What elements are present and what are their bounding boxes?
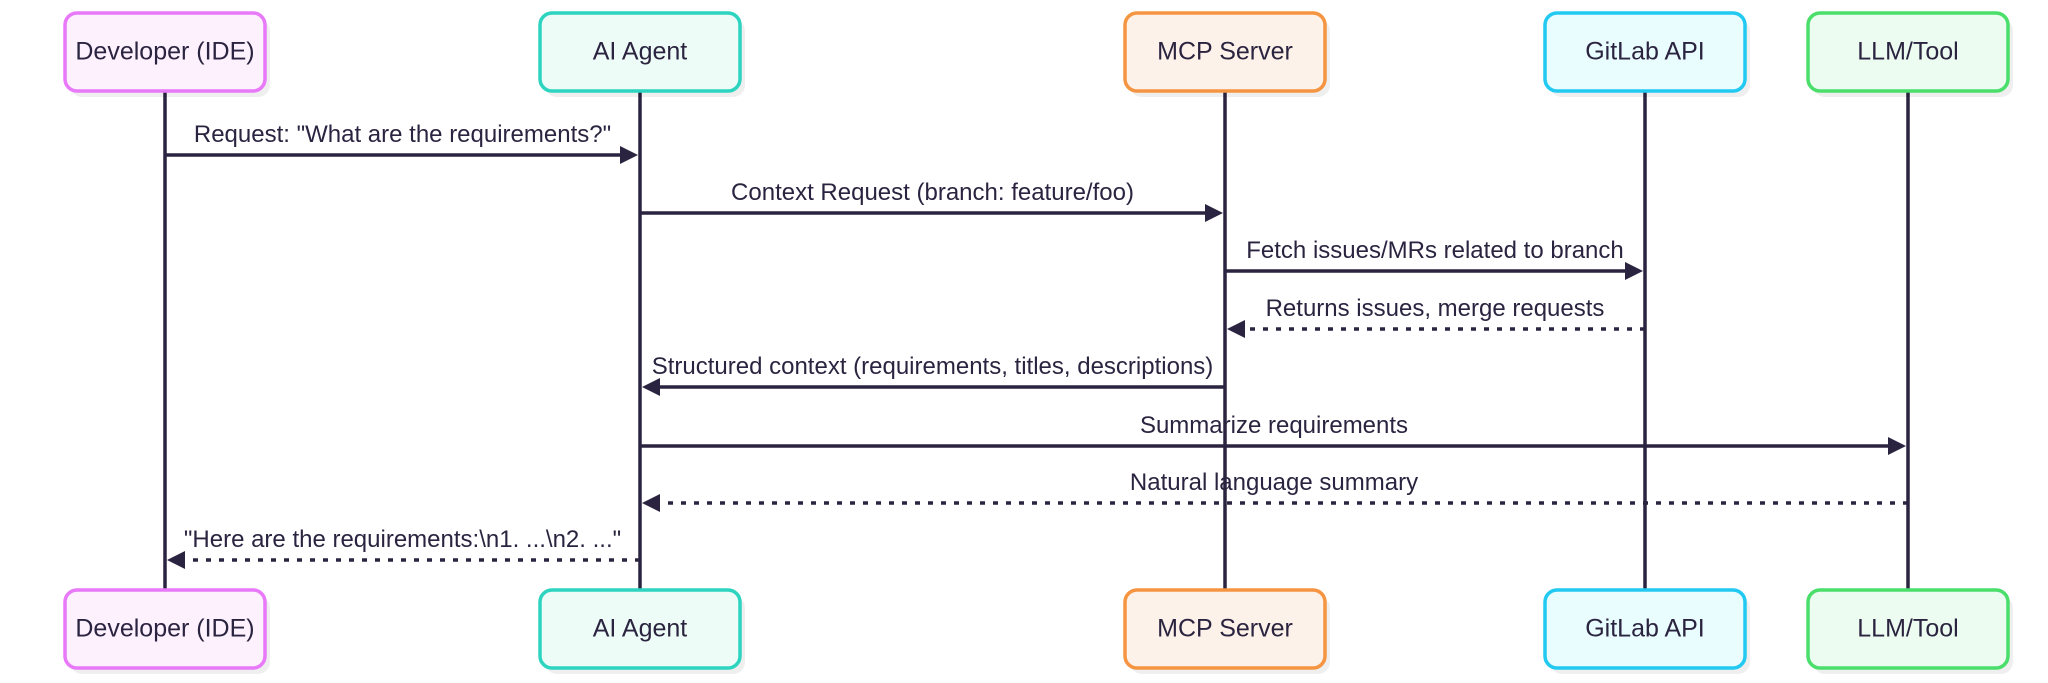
actor-box-fill [1123, 11, 1327, 93]
actor-box-fill [63, 588, 267, 670]
message-arrowhead [642, 494, 660, 512]
lifelines-layer [163, 91, 1910, 590]
message-msg-1[interactable]: Request: "What are the requirements?" [165, 121, 638, 164]
message-label: Natural language summary [1130, 469, 1418, 496]
actor-box-fill [538, 588, 742, 670]
actor-label-llm-tool: LLM/Tool [1857, 38, 1958, 66]
message-arrowhead [1888, 437, 1906, 455]
message-label: Structured context (requirements, titles… [652, 353, 1214, 380]
message-arrowhead [620, 146, 638, 164]
messages-layer: Request: "What are the requirements?" Con… [165, 121, 1908, 569]
actor-label-gitlab-api: GitLab API [1585, 615, 1705, 643]
message-label: Context Request (branch: feature/foo) [731, 179, 1134, 206]
actor-box-fill [63, 11, 267, 93]
message-arrowhead [1625, 262, 1643, 280]
actor-box-fill [1123, 588, 1327, 670]
message-label: Request: "What are the requirements?" [194, 121, 611, 148]
message-arrowhead [1205, 204, 1223, 222]
actor-label-mcp-server: MCP Server [1157, 38, 1293, 66]
actor-box-mcp-server-bottom[interactable]: MCP Server [1123, 588, 1330, 674]
message-label: Returns issues, merge requests [1266, 295, 1605, 322]
message-label: "Here are the requirements:\n1. ...\n2. … [184, 526, 621, 553]
message-msg-7[interactable]: Natural language summary [642, 469, 1908, 512]
actor-label-ai-agent: AI Agent [593, 38, 688, 66]
actor-box-developer-top[interactable]: Developer (IDE) [63, 11, 270, 97]
actor-label-developer: Developer (IDE) [75, 38, 254, 66]
actor-label-developer: Developer (IDE) [75, 615, 254, 643]
message-label: Summarize requirements [1140, 412, 1408, 439]
actor-box-llm-tool-top[interactable]: LLM/Tool [1806, 11, 2013, 97]
actor-label-ai-agent: AI Agent [593, 615, 688, 643]
message-msg-4[interactable]: Returns issues, merge requests [1227, 295, 1645, 338]
message-label: Fetch issues/MRs related to branch [1246, 237, 1624, 264]
actor-box-fill [1543, 588, 1747, 670]
actor-box-mcp-server-top[interactable]: MCP Server [1123, 11, 1330, 97]
actor-box-fill [538, 11, 742, 93]
actor-box-gitlab-api-bottom[interactable]: GitLab API [1543, 588, 1750, 674]
message-msg-6[interactable]: Summarize requirements [640, 412, 1906, 455]
message-arrowhead [642, 378, 660, 396]
actor-box-developer-bottom[interactable]: Developer (IDE) [63, 588, 270, 674]
message-msg-8[interactable]: "Here are the requirements:\n1. ...\n2. … [167, 526, 640, 569]
actor-box-ai-agent-bottom[interactable]: AI Agent [538, 588, 745, 674]
actor-box-fill [1806, 588, 2010, 670]
actors-bottom-layer: Developer (IDE) AI Agent MCP Server GitLab … [63, 588, 2013, 674]
actor-box-ai-agent-top[interactable]: AI Agent [538, 11, 745, 97]
actor-box-fill [1543, 11, 1747, 93]
message-arrowhead [167, 551, 185, 569]
actor-box-fill [1806, 11, 2010, 93]
actor-box-llm-tool-bottom[interactable]: LLM/Tool [1806, 588, 2013, 674]
message-msg-2[interactable]: Context Request (branch: feature/foo) [640, 179, 1223, 222]
message-msg-5[interactable]: Structured context (requirements, titles… [642, 353, 1225, 396]
actor-label-gitlab-api: GitLab API [1585, 38, 1705, 66]
actor-label-llm-tool: LLM/Tool [1857, 615, 1958, 643]
actor-label-mcp-server: MCP Server [1157, 615, 1293, 643]
actor-box-gitlab-api-top[interactable]: GitLab API [1543, 11, 1750, 97]
message-arrowhead [1227, 320, 1245, 338]
actors-top-layer: Developer (IDE) AI Agent MCP Server GitLab … [63, 11, 2013, 97]
message-msg-3[interactable]: Fetch issues/MRs related to branch [1225, 237, 1643, 280]
